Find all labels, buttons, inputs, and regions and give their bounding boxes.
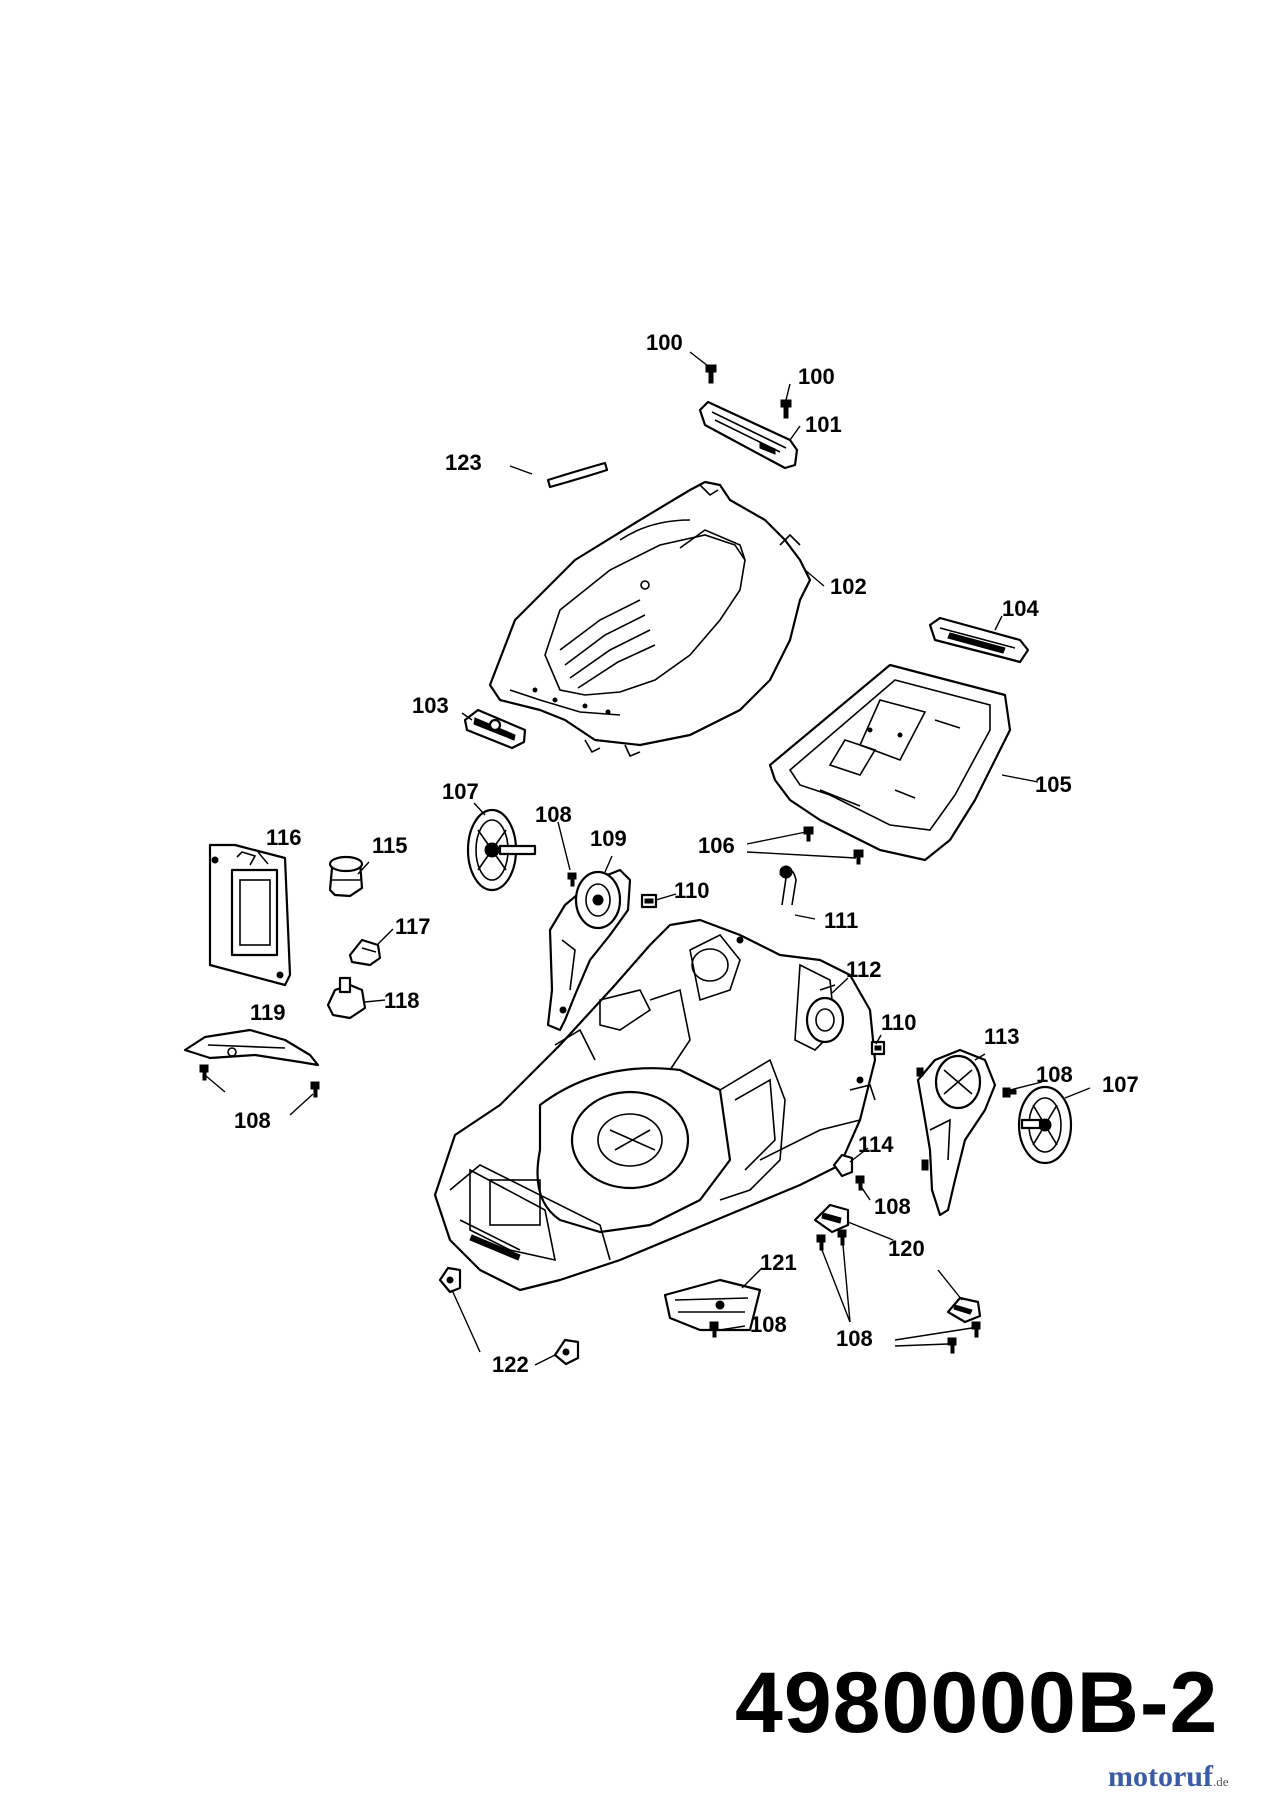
- part-108-screw-a: [567, 872, 577, 887]
- label-118: 118: [384, 988, 420, 1013]
- label-102: 102: [830, 574, 867, 599]
- label-113: 113: [984, 1024, 1020, 1049]
- label-120: 120: [888, 1236, 925, 1261]
- part-108-screw-h: [971, 1321, 981, 1338]
- part-120-hinge-b: [946, 1296, 982, 1324]
- part-108-screw-c: [310, 1081, 320, 1098]
- label-100-a: 100: [646, 330, 683, 355]
- part-114-knob: [832, 1153, 854, 1178]
- part-108-screw-e: [855, 1175, 865, 1191]
- label-108-a: 108: [535, 802, 572, 827]
- label-106: 106: [698, 833, 735, 858]
- label-110-b: 110: [881, 1010, 917, 1035]
- part-105-lid-plate: [768, 663, 1012, 862]
- part-110-clip-b: [870, 1040, 886, 1056]
- label-107-b: 107: [1102, 1072, 1139, 1097]
- label-110-a: 110: [674, 878, 710, 903]
- part-116-filter-frame: [208, 843, 292, 987]
- label-107-a: 107: [442, 779, 479, 804]
- label-123: 123: [445, 450, 482, 475]
- part-106-screw-b: [853, 849, 864, 865]
- part-108-screw-j: [709, 1321, 719, 1338]
- label-101: 101: [805, 412, 842, 437]
- label-104: 104: [1002, 596, 1039, 621]
- part-119-plate: [183, 1028, 320, 1067]
- part-107-wheel-left: [466, 808, 537, 892]
- part-106-screw-a: [803, 826, 814, 842]
- label-108-b: 108: [1036, 1062, 1073, 1087]
- part-100-screw-a: [705, 364, 717, 384]
- callout-labels: 100 100 101 123 102 104 103 105 107 108 …: [234, 330, 1139, 1377]
- part-122-clip-b: [553, 1338, 580, 1366]
- part-104-grip: [928, 616, 1030, 664]
- watermark-brand: motoruf: [1108, 1760, 1213, 1793]
- watermark-logo: motoruf.de: [1108, 1762, 1229, 1792]
- label-105: 105: [1035, 772, 1072, 797]
- label-119: 119: [250, 1000, 286, 1025]
- part-103-switch: [463, 708, 527, 750]
- part-113-wheel-bracket-right: [916, 1048, 997, 1217]
- label-111: 111: [824, 908, 858, 933]
- part-121-flap: [663, 1278, 762, 1332]
- label-108-f: 108: [836, 1326, 873, 1351]
- label-114: 114: [858, 1132, 894, 1157]
- part-115-bushing: [328, 855, 364, 898]
- part-118-cap: [326, 976, 367, 1020]
- mower-deck-housing: [433, 918, 877, 1292]
- part-107-wheel-right: [1017, 1085, 1073, 1165]
- label-103: 103: [412, 693, 449, 718]
- label-100-b: 100: [798, 364, 835, 389]
- part-120-hinge-a: [813, 1203, 850, 1234]
- leader-lines: [205, 351, 1091, 1366]
- label-108-d: 108: [874, 1194, 911, 1219]
- part-102-motor-cover: [488, 480, 812, 758]
- label-117: 117: [395, 914, 431, 939]
- label-116: 116: [266, 825, 302, 850]
- part-108-screw-f: [816, 1234, 826, 1251]
- part-117-clip: [348, 938, 382, 967]
- label-108-e: 108: [750, 1312, 787, 1337]
- label-122: 122: [492, 1352, 529, 1377]
- label-112: 112: [846, 957, 882, 982]
- label-121: 121: [760, 1250, 797, 1275]
- part-109-wheel-bracket-left: [546, 868, 632, 1032]
- part-123-curved-tube: [546, 461, 609, 489]
- part-111-spring: [779, 865, 797, 906]
- label-108-c: 108: [234, 1108, 271, 1133]
- watermark-tld: .de: [1212, 1774, 1229, 1789]
- part-108-screw-i: [947, 1337, 957, 1354]
- part-112-bracket: [819, 984, 836, 991]
- label-109: 109: [590, 826, 627, 851]
- part-122-clip-a: [438, 1266, 462, 1294]
- label-115: 115: [372, 833, 408, 858]
- part-110-clip-a: [640, 893, 658, 909]
- part-100-screw-b: [780, 399, 792, 419]
- part-101-handle-grip: [698, 400, 799, 470]
- part-108-screw-g: [837, 1229, 847, 1246]
- drawing-number: 4980000B-2: [735, 1655, 1219, 1751]
- part-108-screw-b: [199, 1064, 209, 1081]
